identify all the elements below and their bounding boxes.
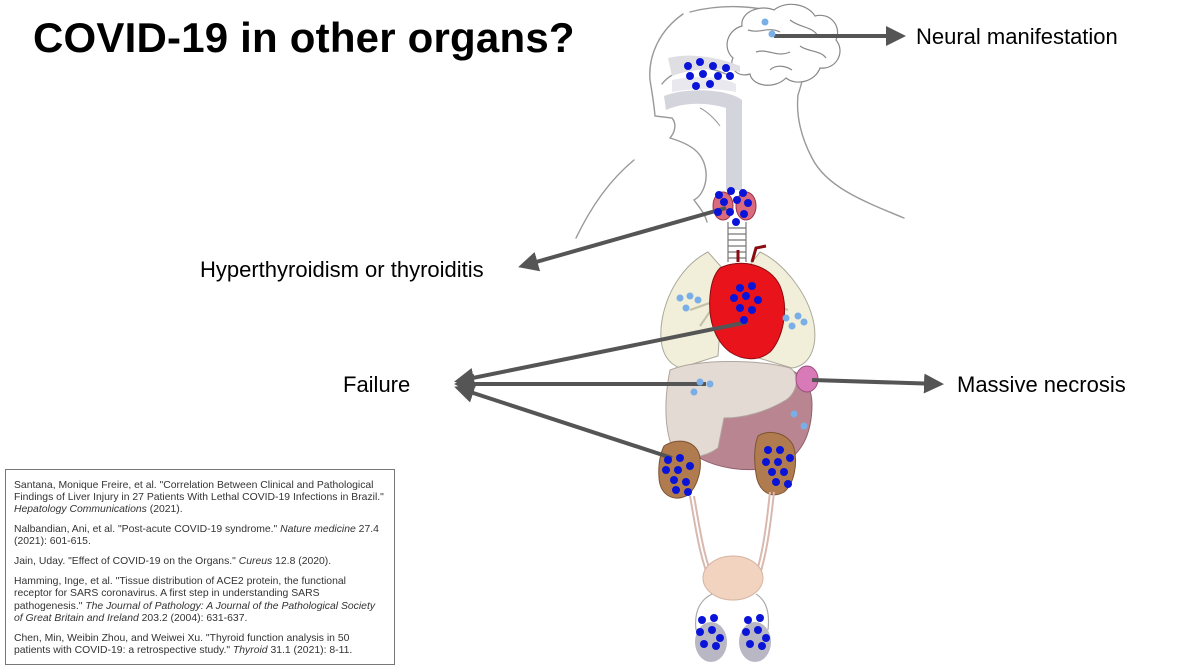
airway xyxy=(664,55,742,190)
thyroid-label: Hyperthyroidism or thyroiditis xyxy=(200,257,484,282)
arrows xyxy=(454,26,944,460)
thyroid-arrow xyxy=(518,206,727,272)
trachea xyxy=(727,222,747,262)
slide-title: COVID-19 in other organs? xyxy=(33,14,575,61)
necrosis-arrow xyxy=(811,373,944,394)
reference: Nalbandian, Ani, et al. "Post-acute COVI… xyxy=(14,524,379,548)
reference: Hamming, Inge, et al. "Tissue distributi… xyxy=(14,576,376,624)
neural-manifestation-label: Neural manifestation xyxy=(916,24,1118,49)
heart-failure-arrow xyxy=(454,320,749,388)
brain xyxy=(726,3,841,86)
heart xyxy=(709,244,786,360)
necrosis-label: Massive necrosis xyxy=(957,372,1126,397)
virus-dots-dark xyxy=(662,58,794,650)
references-box: Santana, Monique Freire, et al. "Correla… xyxy=(5,469,395,665)
virus-dots-light xyxy=(676,18,808,430)
failure-label: Failure xyxy=(343,372,411,397)
reference: Santana, Monique Freire, et al. "Correla… xyxy=(14,480,384,516)
reference: Chen, Min, Weibin Zhou, and Weiwei Xu. "… xyxy=(14,632,353,656)
kidney-failure-arrow xyxy=(454,383,673,460)
bladder xyxy=(702,555,764,601)
reference: Jain, Uday. "Effect of COVID-19 on the O… xyxy=(14,556,332,568)
